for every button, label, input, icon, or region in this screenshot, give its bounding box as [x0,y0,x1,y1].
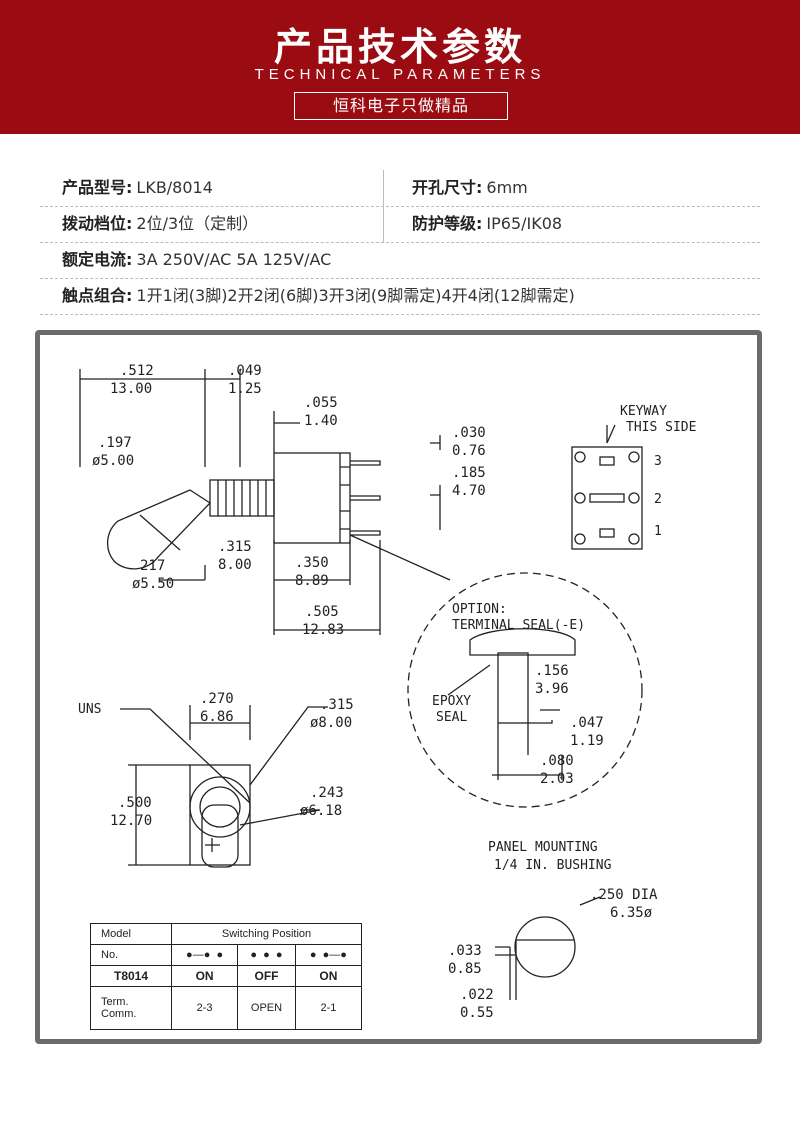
drawing-canvas: .512 13.00 .049 1.25 .055 1.40 .030 0.76… [78,363,696,1021]
dim-label: .156 [535,663,569,679]
table-cell: 2-3 [170,986,239,1030]
spec-contacts: 触点组合:1开1闭(3脚)2开2闭(6脚)3开3闭(9脚需定)4开4闭(12脚需… [62,286,575,305]
table-cell: OPEN [237,986,296,1030]
dim-label: 2.03 [540,771,574,787]
dim-label: .250 DIA [590,887,658,903]
dim-label: 8.89 [295,573,329,589]
header-banner: 产品技术参数 TECHNICAL PARAMETERS 恒科电子只做精品 [0,0,800,134]
tagline-box: 恒科电子只做精品 [294,92,508,120]
terminal-seal-detail [407,572,643,808]
dim-label: 1.25 [228,381,262,397]
spec-row: 触点组合:1开1闭(3脚)2开2闭(6脚)3开3闭(9脚需定)4开4闭(12脚需… [40,278,760,315]
table-cell: 2-1 [294,986,363,1030]
dim-label: ø8.00 [310,715,352,731]
dim-label: .500 [118,795,152,811]
table-header: No. [90,944,172,966]
dim-label: 4.70 [452,483,486,499]
spec-rating: 额定电流:3A 250V/AC 5A 125V/AC [62,250,332,269]
dim-label: .033 [448,943,482,959]
dim-label: 6.35ø [610,905,653,921]
dim-label: .315 [218,539,252,555]
dim-label: .030 [452,425,486,441]
switch-symbol: ● ●—● [294,944,363,966]
dim-label: 1.40 [304,413,338,429]
dim-label: .022 [460,987,494,1003]
table-header: Switching Position [171,923,362,945]
dim-label: 217 [140,558,165,574]
dim-label: .080 [540,753,574,769]
page-subtitle: TECHNICAL PARAMETERS [254,66,546,83]
dim-label: 1.19 [570,733,604,749]
dim-label: 0.76 [452,443,486,459]
table-cell: ON [170,965,239,987]
spec-hole-size: 开孔尺寸:6mm [412,178,528,197]
dim-label: .049 [228,363,262,379]
dim-label: .047 [570,715,604,731]
table-cell: ON [294,965,363,987]
dim-label: 8.00 [218,557,252,573]
dim-label: .270 [200,691,234,707]
pin-label: 3 [654,454,662,469]
spec-protection: 防护等级:IP65/IK08 [412,214,563,233]
switch-symbol: ● ● ● [237,944,296,966]
panel-mounting [495,896,601,1000]
table-cell: OFF [237,965,296,987]
dim-label: 6.86 [200,709,234,725]
dim-label: .350 [295,555,329,571]
page-title: 产品技术参数 [273,25,526,69]
spec-model: 产品型号:LKB/8014 [62,178,213,197]
dim-label: ø5.50 [132,576,174,592]
dim-label: .185 [452,465,486,481]
panel-label: 1/4 IN. BUSHING [494,858,612,873]
spec-positions: 拨动档位:2位/3位（定制） [62,214,259,233]
dim-label: 0.55 [460,1005,494,1021]
option-label: TERMINAL SEAL(-E) [452,618,585,633]
dim-label: 12.83 [302,622,344,638]
dim-label: .505 [305,604,339,620]
pin-label: 2 [654,492,662,507]
switching-position-table: Model Switching Position No. ●—● ● ● ● ●… [90,923,363,1030]
dim-label: .315 [320,697,354,713]
technical-drawing: .512 13.00 .049 1.25 .055 1.40 .030 0.76… [35,330,762,1044]
spec-row: 产品型号:LKB/8014 开孔尺寸:6mm [40,170,760,207]
dim-label: .243 [310,785,344,801]
panel-label: PANEL MOUNTING [488,840,598,855]
spec-row: 拨动档位:2位/3位（定制） 防护等级:IP65/IK08 [40,206,760,243]
keyway-label: THIS SIDE [626,420,696,435]
epoxy-label: SEAL [436,710,467,725]
terminal-face-view [571,424,643,550]
dim-label: .197 [98,435,132,451]
dim-label: 12.70 [110,813,152,829]
spec-row: 额定电流:3A 250V/AC 5A 125V/AC [40,242,760,279]
table-header: Model [90,923,172,945]
side-view [79,369,451,635]
keyway-label: KEYWAY [620,404,667,419]
table-row-label: Term.Comm. [90,986,172,1030]
dim-label: 13.00 [110,381,152,397]
dim-label: 0.85 [448,961,482,977]
epoxy-label: EPOXY [432,694,471,709]
dim-label: ø5.00 [92,453,134,469]
front-view [120,705,328,868]
dim-label: 3.96 [535,681,569,697]
pin-label: 1 [654,524,662,539]
uns-label: UNS [78,702,101,717]
dim-label: .055 [304,395,338,411]
dim-label: ø6.18 [300,803,342,819]
table-cell-model: T8014 [90,965,172,987]
spec-divider [383,170,384,242]
switch-symbol: ●—● ● [170,944,239,966]
dim-label: .512 [120,363,154,379]
option-label: OPTION: [452,602,507,617]
